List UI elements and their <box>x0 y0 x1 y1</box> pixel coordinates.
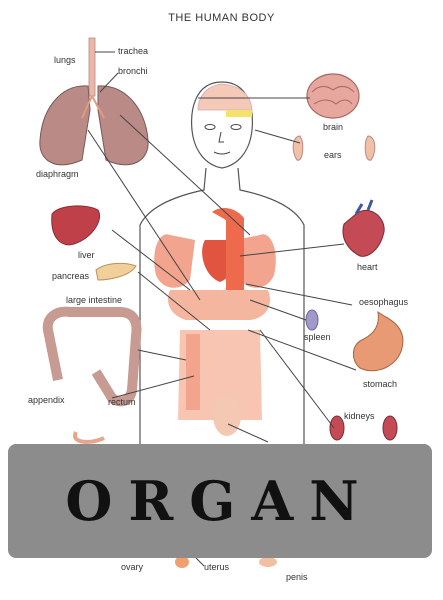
label-penis: penis <box>286 572 308 582</box>
label-rectum: rectum <box>108 397 136 407</box>
label-large-intestine: large intestine <box>66 295 123 305</box>
torso-organs <box>154 208 276 436</box>
left-kidney-shape <box>329 415 345 441</box>
label-diaphragm: diaphragm <box>36 169 79 179</box>
left-lung-shape <box>39 85 91 166</box>
label-ovary: ovary <box>121 562 144 572</box>
label-kidneys: kidneys <box>344 411 375 421</box>
label-pancreas: pancreas <box>52 271 90 281</box>
label-heart: heart <box>357 262 378 272</box>
label-lungs: lungs <box>54 55 76 65</box>
label-brain: brain <box>323 122 344 132</box>
label-ears: ears <box>324 150 342 160</box>
stomach-shape <box>353 310 404 372</box>
pancreas-shape <box>95 262 137 281</box>
right-ear-shape <box>364 135 376 161</box>
right-lung-shape <box>97 85 149 166</box>
diagram-title: THE HUMAN BODY <box>168 12 275 24</box>
organ-banner-text: ORGAN <box>65 469 375 533</box>
label-spleen: spleen <box>304 332 331 342</box>
brain-region <box>197 83 253 111</box>
label-uterus: uterus <box>204 562 230 572</box>
label-stomach: stomach <box>363 379 398 389</box>
brain-highlight <box>226 110 252 117</box>
bronchi-shape <box>81 95 105 119</box>
right-kidney-shape <box>382 415 398 441</box>
small-intestine-shape <box>73 431 105 444</box>
label-appendix: appendix <box>28 395 65 405</box>
liver-shape <box>51 205 100 246</box>
label-trachea: trachea <box>118 46 149 56</box>
heart-shape <box>342 209 385 257</box>
label-bronchi: bronchi <box>118 66 148 76</box>
label-liver: liver <box>78 250 95 260</box>
leader-lines <box>87 51 357 443</box>
organ-banner: ORGAN <box>8 444 432 558</box>
label-oesophagus: oesophagus <box>359 297 409 307</box>
face <box>204 124 242 155</box>
brain-shape <box>306 73 360 119</box>
large-intestine-shape <box>42 306 142 407</box>
